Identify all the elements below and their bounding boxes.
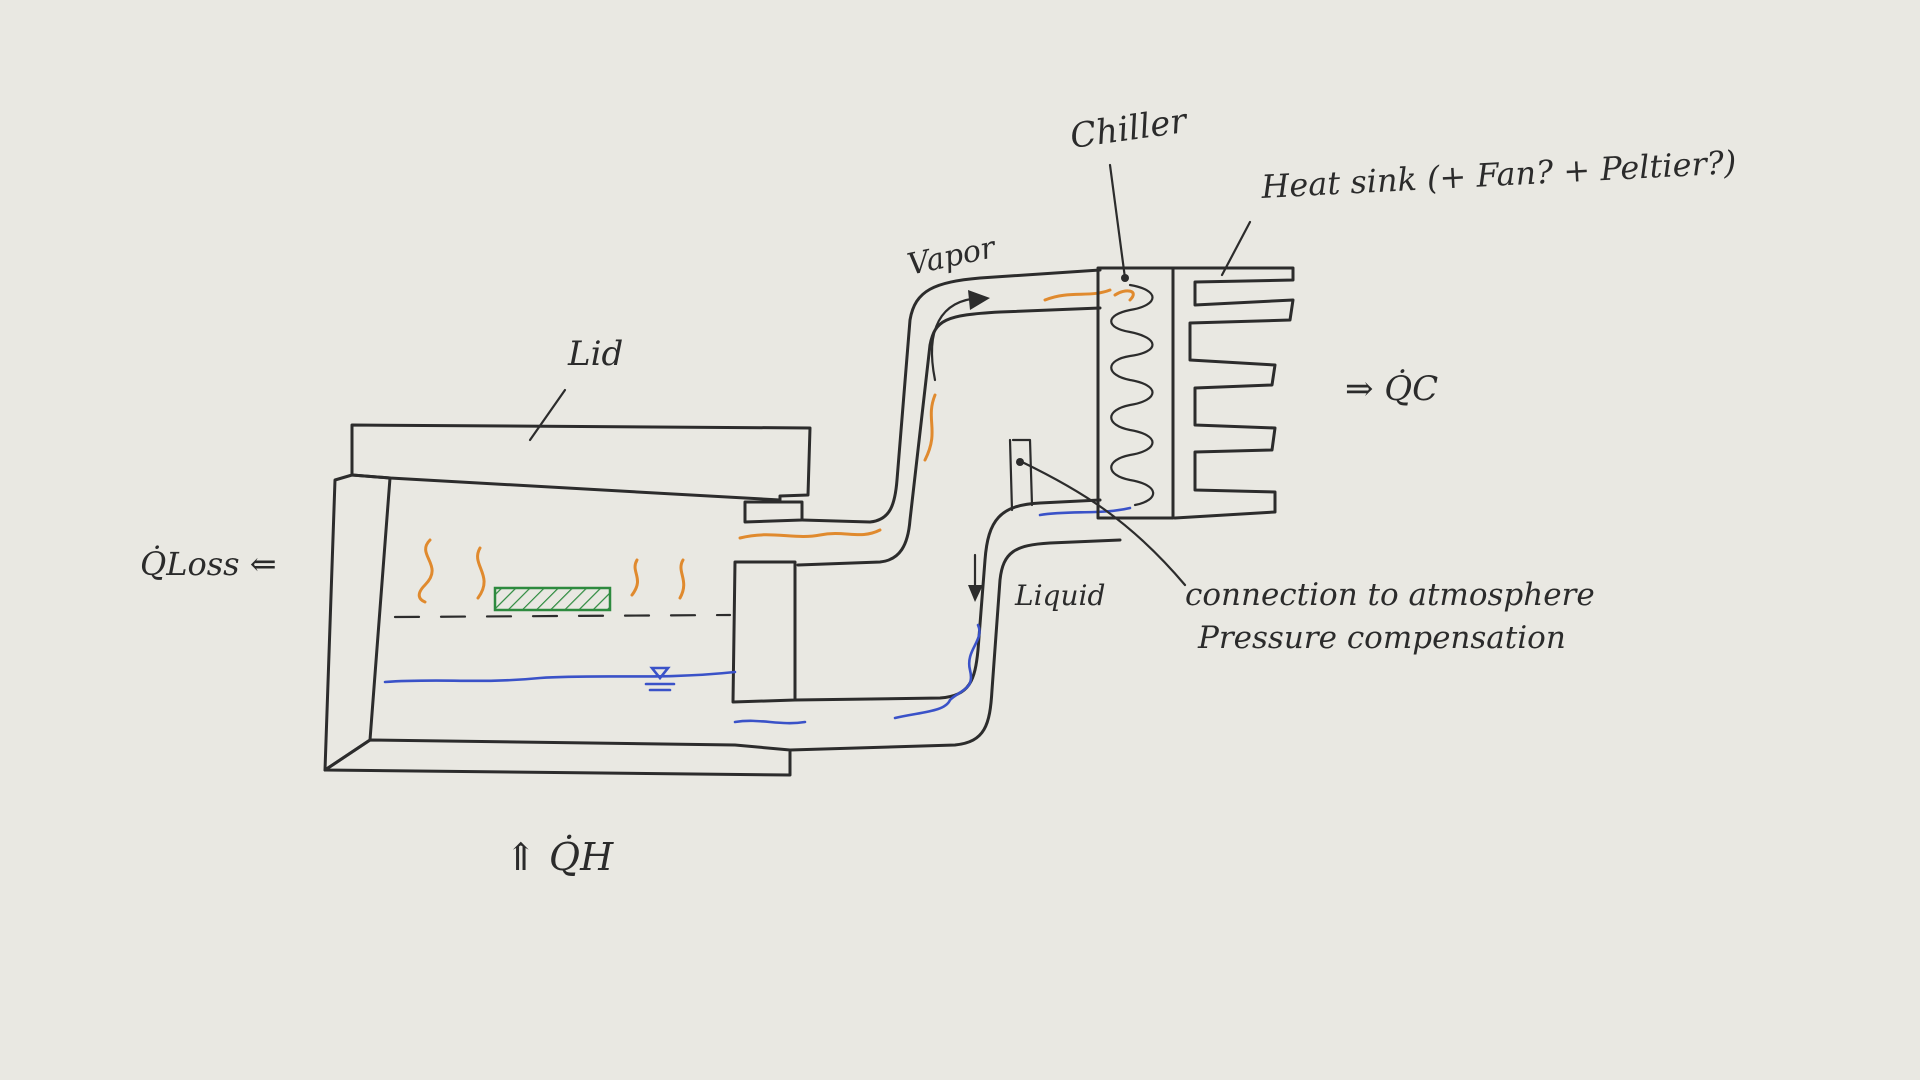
vent-stub (1008, 438, 1034, 512)
vessel-right-block (743, 500, 804, 524)
water-level-symbol (644, 666, 676, 692)
heat-sink-pointer (1220, 220, 1252, 277)
vapor-wisp (1113, 289, 1135, 302)
vessel-bottom-wall (323, 738, 792, 777)
label-lid: Lid (567, 334, 623, 374)
liquid-level (383, 670, 737, 684)
connection-pointer (1020, 460, 1187, 587)
labels: Lid Vapor Chiller Heat sink (+ Fan? + Pe… (140, 101, 1737, 879)
sample (493, 586, 612, 612)
liquid-wave (733, 719, 807, 725)
liquid-wave (1038, 506, 1132, 517)
label-chiller: Chiller (1068, 101, 1191, 157)
vapor-arrow-head (968, 290, 990, 310)
vapor-wisp (476, 546, 486, 600)
chiller (1096, 163, 1175, 520)
vapor-pipe (738, 268, 1135, 567)
vapor-wisp (1043, 288, 1112, 302)
label-vapor: Vapor (904, 230, 999, 283)
vapor-arrow (930, 296, 982, 382)
label-q-loss: Q̇Loss ⇐ (140, 545, 277, 583)
label-q-c: ⇒ Q̇C (1345, 369, 1438, 409)
lid-pointer (528, 388, 567, 442)
liquid-pipe (733, 438, 1132, 752)
vapor-wisp (630, 558, 639, 597)
vapor-wisp (678, 558, 686, 600)
label-heat-sink: Heat sink (+ Fan? + Peltier?) (1259, 143, 1737, 206)
label-connection-1: connection to atmosphere (1185, 577, 1595, 613)
vessel-right-wall (731, 560, 797, 704)
vapor-wisp (923, 393, 937, 462)
platform-line (393, 613, 732, 619)
lid (350, 423, 812, 502)
chiller-coil (1110, 283, 1155, 507)
vent-dot (1016, 458, 1024, 466)
chiller-pointer (1108, 163, 1127, 280)
heat-sink (1171, 220, 1295, 520)
liquid-arrow-head (968, 585, 983, 602)
vapor-wisp (417, 538, 434, 604)
vapor-wisp (738, 528, 882, 540)
label-liquid: Liquid (1014, 579, 1105, 612)
label-q-h: ⇑ Q̇H (505, 835, 614, 879)
vessel-left-wall (323, 473, 392, 772)
liquid-wave (893, 623, 981, 720)
label-connection-2: Pressure compensation (1197, 620, 1566, 656)
